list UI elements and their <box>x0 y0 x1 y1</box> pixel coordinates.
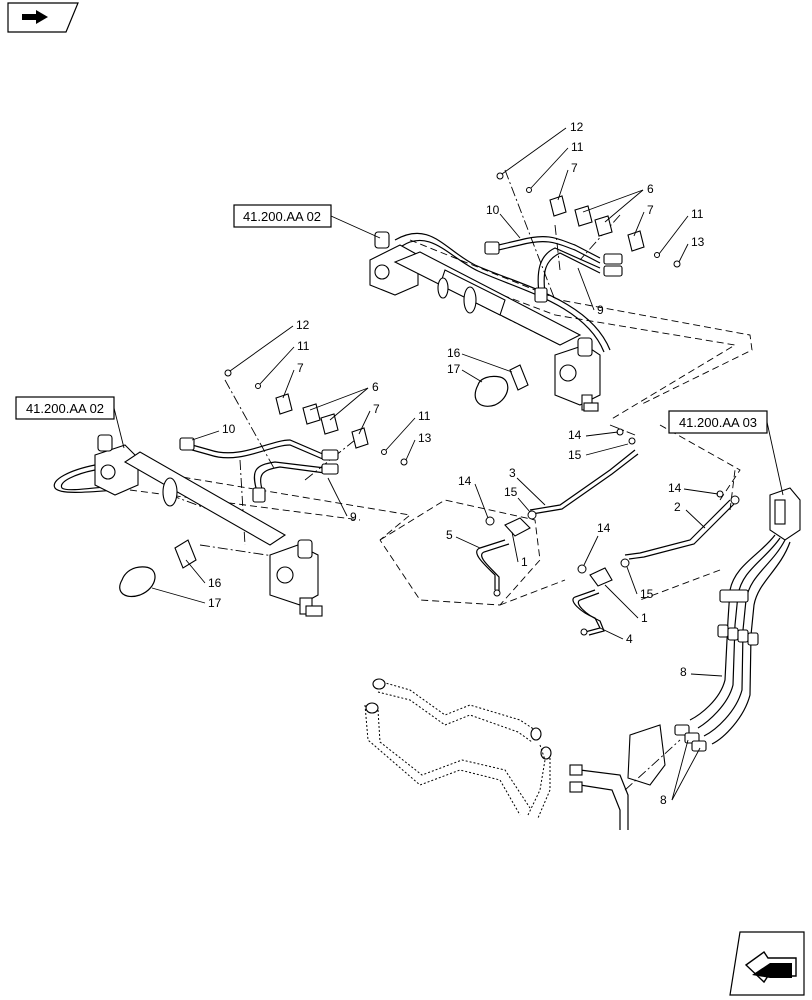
upper-callouts: 12 11 7 6 7 11 13 10 9 16 17 <box>447 120 705 383</box>
callout-c4: 4 <box>626 632 633 646</box>
callout-c14c: 14 <box>597 521 611 535</box>
callout-c15c: 15 <box>640 587 654 601</box>
callout-l9: 9 <box>350 510 357 524</box>
callout-c2: 2 <box>674 500 681 514</box>
callout-l16: 16 <box>208 576 222 590</box>
callout-u17: 17 <box>447 362 461 376</box>
ref-box-right[interactable]: 41.200.AA 03 <box>668 410 768 434</box>
callout-c14d: 14 <box>668 481 682 495</box>
callout-l13: 13 <box>418 431 432 445</box>
ref-box-left[interactable]: 41.200.AA 02 <box>15 396 115 420</box>
next-page-arrow-icon[interactable] <box>729 931 805 996</box>
right-assembly <box>569 487 801 830</box>
phantom-pipe <box>364 678 552 819</box>
center-callouts: 14 15 3 14 15 5 1 14 2 14 15 1 4 <box>446 428 719 646</box>
callout-c5: 5 <box>446 528 453 542</box>
callout-c14b: 14 <box>458 474 472 488</box>
upper-assembly <box>369 169 753 421</box>
callout-u12: 12 <box>570 120 584 134</box>
callout-l6: 6 <box>372 380 379 394</box>
callout-u13: 13 <box>691 235 705 249</box>
callout-c1b: 1 <box>641 611 648 625</box>
callout-l12: 12 <box>296 318 310 332</box>
callout-l7a: 7 <box>297 361 304 375</box>
callout-u10: 10 <box>486 203 500 217</box>
callout-l17: 17 <box>208 596 222 610</box>
callout-u9: 9 <box>597 303 604 317</box>
callout-u6: 6 <box>647 182 654 196</box>
ref-label-left: 41.200.AA 02 <box>26 401 104 416</box>
callout-l11: 11 <box>297 339 310 353</box>
page-nav-icon[interactable] <box>7 2 79 33</box>
callout-c3: 3 <box>509 466 516 480</box>
callout-r8a: 8 <box>680 665 687 679</box>
callout-c15a: 15 <box>568 448 582 462</box>
callout-u11b: 11 <box>691 207 704 221</box>
callout-r8b: 8 <box>660 793 667 807</box>
callout-u7a: 7 <box>571 161 578 175</box>
center-tube-group <box>379 424 741 636</box>
ref-label-upper: 41.200.AA 02 <box>243 209 321 224</box>
callout-l7b: 7 <box>373 402 380 416</box>
callout-c14a: 14 <box>568 428 582 442</box>
callout-c15b: 15 <box>504 485 518 499</box>
callout-l11b: 11 <box>418 409 431 423</box>
callout-c1a: 1 <box>521 555 528 569</box>
right-callouts: 8 8 <box>660 665 723 807</box>
callout-l10: 10 <box>222 422 236 436</box>
ref-label-right: 41.200.AA 03 <box>679 415 757 430</box>
left-callouts: 12 11 7 6 7 11 13 10 9 16 17 <box>151 318 432 610</box>
callout-u16: 16 <box>447 346 461 360</box>
callout-u11: 11 <box>571 140 584 154</box>
callout-u7b: 7 <box>647 203 654 217</box>
ref-box-upper[interactable]: 41.200.AA 02 <box>233 204 332 228</box>
left-assembly <box>53 369 412 617</box>
